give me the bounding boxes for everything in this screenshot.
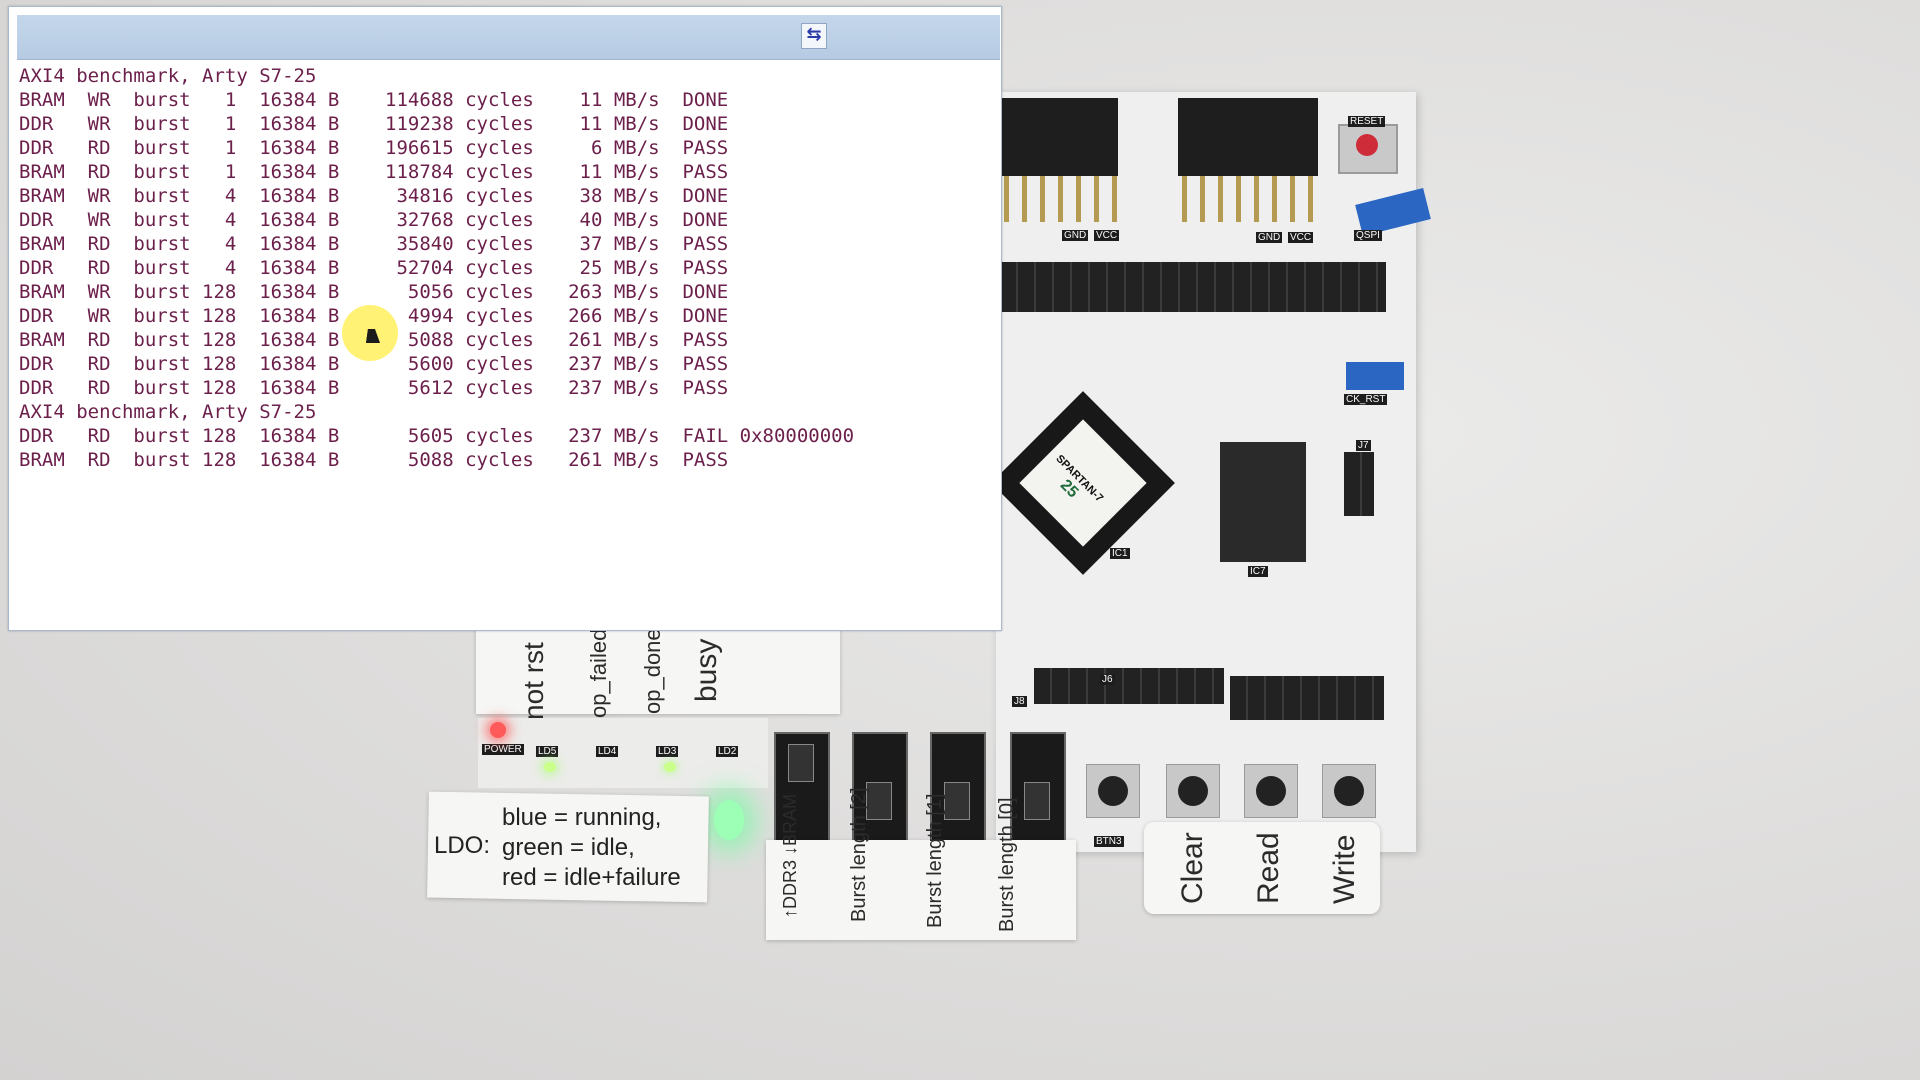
j7-header [1344, 452, 1374, 516]
terminal-line: BRAM RD burst 4 16384 B 35840 cycles 37 … [19, 233, 729, 255]
ldo-legend-red: red = idle+failure [502, 864, 681, 891]
label-op-failed: op_failed [586, 628, 611, 718]
terminal-line: BRAM RD burst 128 16384 B 5088 cycles 26… [19, 449, 729, 471]
terminal-line: AXI4 benchmark, Arty S7-25 [19, 65, 317, 87]
terminal-output[interactable]: AXI4 benchmark, Arty S7-25 BRAM WR burst… [19, 65, 989, 625]
label-burst-length-2: Burst length [2] [848, 787, 870, 922]
label-clear: Clear [1176, 832, 1209, 904]
terminal-line: DDR WR burst 4 16384 B 32768 cycles 40 M… [19, 209, 729, 231]
switch-knob [944, 782, 970, 820]
serial-terminal-window[interactable]: ⇆ AXI4 benchmark, Arty S7-25 BRAM WR bur… [8, 6, 1002, 631]
ldo-legend-blue: blue = running, [502, 804, 662, 831]
switch-label-card [766, 840, 1076, 940]
pmod-header-jc-pins [1004, 176, 1118, 222]
btn3-pushbutton [1086, 764, 1140, 818]
btn-cap [1098, 776, 1128, 806]
label-write: Write [1328, 834, 1361, 904]
mouse-pointer-icon [366, 329, 382, 343]
btn-cap [1178, 776, 1208, 806]
terminal-line: BRAM WR burst 1 16384 B 114688 cycles 11… [19, 89, 729, 111]
io-header-row-2 [1034, 668, 1224, 704]
label-not-rst: not rst [518, 642, 549, 720]
silk-gnd-2: GND [1256, 232, 1283, 243]
switch-knob [1024, 782, 1050, 820]
btn1-pushbutton [1244, 764, 1298, 818]
silk-j7: J7 [1356, 440, 1371, 451]
ld3-led [664, 762, 676, 772]
silk-reset: RESET [1348, 116, 1386, 127]
btn-cap [1256, 776, 1286, 806]
terminal-line: BRAM RD burst 128 16384 B 5088 cycles 26… [19, 329, 729, 351]
ldo-legend-green: green = idle, [502, 834, 635, 861]
terminal-line: DDR RD burst 128 16384 B 5600 cycles 237… [19, 353, 729, 375]
cursor-highlight [342, 305, 398, 361]
label-busy: busy [690, 638, 723, 702]
ldo-prefix: LDO: [434, 832, 491, 859]
terminal-line: BRAM WR burst 4 16384 B 34816 cycles 38 … [19, 185, 729, 207]
terminal-line: AXI4 benchmark, Arty S7-25 [19, 401, 317, 423]
switch-knob [866, 782, 892, 820]
silk-vcc-1: VCC [1094, 230, 1120, 241]
reset-knob [1356, 134, 1378, 156]
switch-sw1 [930, 732, 986, 844]
io-header-row-3 [1230, 676, 1384, 720]
silk-gnd-1: GND [1062, 230, 1089, 241]
terminal-title-bar[interactable]: ⇆ [17, 15, 1000, 60]
silk-ld4: LD4 [596, 746, 619, 757]
ld0-rgb-led [714, 800, 744, 840]
silk-j8: J8 [1012, 696, 1027, 707]
label-op-done: op_done [640, 628, 665, 714]
silk-ld5: LD5 [536, 746, 559, 757]
jumper-ck-rst [1346, 362, 1404, 390]
terminal-line: DDR RD burst 4 16384 B 52704 cycles 25 M… [19, 257, 729, 279]
silk-ld2: LD2 [716, 746, 739, 757]
btn2-pushbutton [1166, 764, 1220, 818]
silk-ck-rst: CK_RST [1344, 394, 1388, 405]
io-header-row-1 [1000, 262, 1386, 312]
switch-sw0 [1010, 732, 1066, 844]
switch-sw3 [774, 732, 830, 844]
terminal-line: DDR RD burst 1 16384 B 196615 cycles 6 M… [19, 137, 729, 159]
terminal-line: BRAM WR burst 128 16384 B 5056 cycles 26… [19, 281, 729, 303]
label-burst-length-0: Burst length [0] [996, 797, 1018, 932]
pmod-header-jc [1000, 98, 1118, 176]
label-burst-length-1: Burst length [1] [924, 793, 946, 928]
silk-j6: J6 [1100, 674, 1115, 685]
terminal-line: BRAM RD burst 1 16384 B 118784 cycles 11… [19, 161, 729, 183]
silk-power: POWER [482, 744, 524, 755]
silk-ld3: LD3 [656, 746, 679, 757]
terminal-line: DDR WR burst 128 16384 B 4994 cycles 266… [19, 305, 729, 327]
ddr3-chip [1220, 442, 1306, 562]
btn-cap [1334, 776, 1364, 806]
terminal-line: DDR WR burst 1 16384 B 119238 cycles 11 … [19, 113, 729, 135]
power-led [490, 722, 506, 738]
silk-qspi: QSPI [1354, 230, 1382, 241]
pmod-header-jd-pins [1182, 176, 1316, 222]
pmod-header-jd [1178, 98, 1318, 176]
swap-icon[interactable]: ⇆ [801, 23, 827, 49]
silk-vcc-2: VCC [1288, 232, 1314, 243]
silk-ic1: IC1 [1110, 548, 1130, 559]
silk-ic7: IC7 [1248, 566, 1268, 577]
label-switch-ddr-bram: ↑DDR3 ↓BRAM [780, 793, 800, 918]
switch-knob [788, 744, 814, 782]
silk-btn3: BTN3 [1094, 836, 1124, 847]
btn0-pushbutton [1322, 764, 1376, 818]
ld5-led [544, 762, 556, 772]
terminal-line: DDR RD burst 128 16384 B 5605 cycles 237… [19, 425, 855, 447]
terminal-line: DDR RD burst 128 16384 B 5612 cycles 237… [19, 377, 729, 399]
button-label-card [1144, 822, 1380, 914]
switch-sw2 [852, 732, 908, 844]
label-read: Read [1252, 832, 1285, 904]
